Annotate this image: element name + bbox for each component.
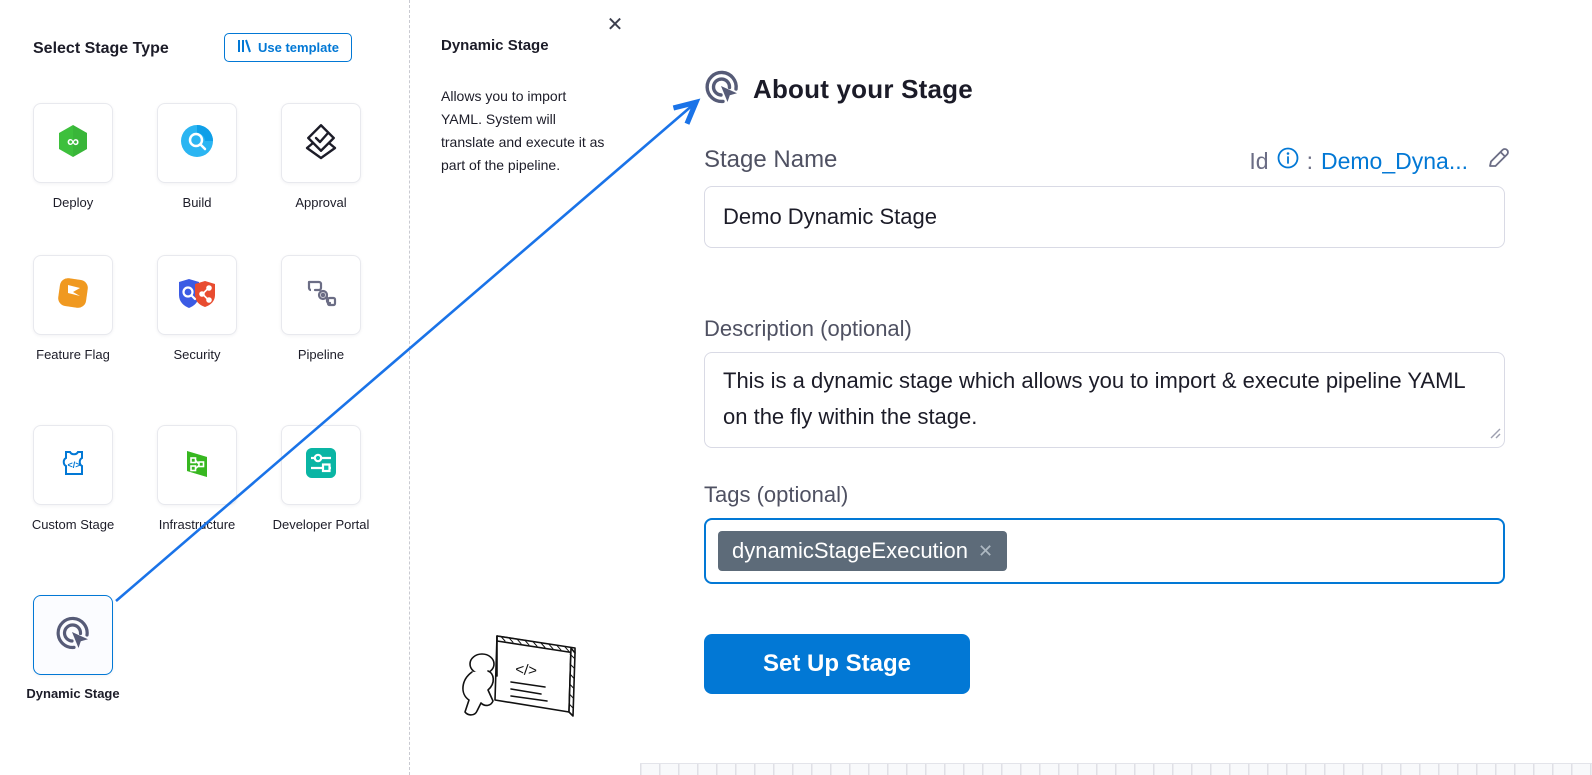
svg-text:</>: </> bbox=[67, 460, 80, 470]
infrastructure-icon bbox=[177, 443, 217, 488]
tags-input[interactable]: dynamicStageExecution ✕ bbox=[704, 518, 1505, 584]
tag-chip: dynamicStageExecution ✕ bbox=[718, 531, 1008, 571]
custom-stage-icon: </> bbox=[53, 443, 93, 488]
dynamic-stage-icon bbox=[701, 66, 743, 113]
stage-card-approval[interactable] bbox=[281, 103, 361, 183]
stage-card-dynamic-stage[interactable] bbox=[33, 595, 113, 675]
tags-label: Tags (optional) bbox=[704, 482, 849, 507]
pipeline-icon bbox=[301, 273, 341, 318]
stage-label-infrastructure: Infrastructure bbox=[158, 517, 236, 532]
info-icon[interactable] bbox=[1277, 147, 1299, 175]
stage-card-build[interactable] bbox=[157, 103, 237, 183]
stage-card-infrastructure[interactable] bbox=[157, 425, 237, 505]
deploy-cd-icon: ∞ bbox=[53, 121, 93, 166]
stage-card-security[interactable] bbox=[157, 255, 237, 335]
stage-label-approval: Approval bbox=[295, 195, 347, 210]
use-template-button[interactable]: Use template bbox=[224, 33, 352, 62]
build-ci-icon bbox=[177, 121, 217, 166]
select-stage-type-title: Select Stage Type bbox=[33, 40, 169, 57]
feature-flag-icon bbox=[53, 273, 93, 318]
stage-name-label: Stage Name bbox=[704, 146, 838, 173]
description-textarea[interactable]: This is a dynamic stage which allows you… bbox=[704, 352, 1505, 448]
info-panel-description: Allows you to import YAML. System will t… bbox=[441, 88, 605, 173]
stage-id-row: Id : Demo_Dyna... bbox=[1150, 146, 1510, 176]
presenter-whiteboard-illustration: </> bbox=[455, 620, 590, 735]
stage-label-deploy: Deploy bbox=[52, 195, 94, 210]
stage-label-build: Build bbox=[182, 195, 212, 210]
stage-card-feature-flag[interactable] bbox=[33, 255, 113, 335]
edit-pencil-icon[interactable] bbox=[1486, 146, 1510, 176]
stage-label-feature-flag: Feature Flag bbox=[36, 347, 110, 362]
stage-label-custom-stage: Custom Stage bbox=[31, 517, 115, 532]
description-label: Description (optional) bbox=[704, 316, 912, 341]
tag-remove-icon[interactable]: ✕ bbox=[978, 540, 994, 561]
stage-card-developer-portal[interactable] bbox=[281, 425, 361, 505]
dynamic-stage-icon bbox=[52, 612, 94, 659]
stage-name-input[interactable] bbox=[704, 186, 1505, 248]
stage-card-custom-stage[interactable]: </> bbox=[33, 425, 113, 505]
about-stage-heading: About your Stage bbox=[701, 66, 973, 113]
developer-portal-icon bbox=[301, 443, 341, 488]
use-template-label: Use template bbox=[258, 40, 339, 55]
svg-text:∞: ∞ bbox=[67, 132, 79, 151]
stage-label-security: Security bbox=[173, 347, 221, 362]
panel-divider bbox=[409, 0, 410, 775]
stage-label-pipeline: Pipeline bbox=[297, 347, 345, 362]
stage-card-deploy[interactable]: ∞ bbox=[33, 103, 113, 183]
pipeline-canvas-edge bbox=[640, 763, 1592, 775]
stage-id-value[interactable]: Demo_Dyna... bbox=[1320, 147, 1468, 174]
svg-text:</>: </> bbox=[515, 661, 538, 679]
approval-icon bbox=[301, 121, 341, 166]
description-field-wrap: This is a dynamic stage which allows you… bbox=[704, 352, 1505, 448]
about-stage-title: About your Stage bbox=[753, 74, 973, 104]
stage-label-dynamic-stage: Dynamic Stage bbox=[26, 686, 120, 701]
id-label: Id bbox=[1249, 147, 1269, 174]
close-icon[interactable]: ✕ bbox=[606, 14, 624, 36]
tag-chip-label: dynamicStageExecution bbox=[732, 538, 969, 563]
info-panel-title: Dynamic Stage bbox=[441, 37, 549, 54]
id-colon: : bbox=[1306, 147, 1313, 174]
set-up-stage-button[interactable]: Set Up Stage bbox=[704, 634, 970, 694]
stage-card-pipeline[interactable] bbox=[281, 255, 361, 335]
stage-label-developer-portal: Developer Portal bbox=[272, 517, 370, 532]
template-library-icon bbox=[237, 39, 251, 56]
security-icon bbox=[175, 273, 219, 318]
